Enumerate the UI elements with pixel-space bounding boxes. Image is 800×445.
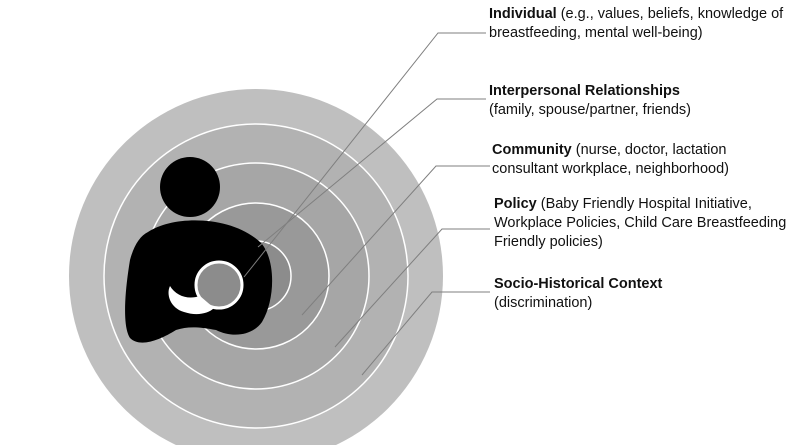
label-policy-detail: (Baby Friendly Hospital Initiative, Work… (494, 196, 787, 250)
mother-head (160, 157, 220, 217)
leader-lines (243, 32, 490, 376)
label-community-title: Community (492, 142, 572, 158)
label-community: Community (nurse, doctor, lactation cons… (492, 141, 792, 179)
label-socio-historical-title: Socio-Historical Context (494, 276, 663, 292)
label-individual-detail: (e.g., values, beliefs, knowledge of bre… (489, 6, 784, 41)
label-interpersonal: Interpersonal Relationships (family, spo… (489, 82, 789, 120)
label-interpersonal-detail: (family, spouse/partner, friends) (489, 102, 692, 118)
leader-line-interpersonal (257, 98, 486, 248)
label-individual-title: Individual (489, 6, 557, 22)
leader-line-individual (243, 32, 486, 278)
leader-line-policy (334, 228, 490, 348)
label-socio-historical-detail: (discrimination) (494, 295, 593, 311)
baby-body (168, 286, 214, 315)
baby-icon (168, 260, 244, 315)
label-community-detail: (nurse, doctor, lactation consultant wor… (492, 142, 729, 177)
label-policy: Policy (Baby Friendly Hospital Initiativ… (494, 195, 794, 252)
leader-line-socio-historical (361, 291, 490, 376)
label-socio-historical: Socio-Historical Context (discrimination… (494, 275, 794, 313)
baby-head (194, 260, 244, 310)
label-policy-title: Policy (494, 196, 537, 212)
label-individual: Individual (e.g., values, beliefs, knowl… (489, 5, 789, 43)
label-interpersonal-title: Interpersonal Relationships (489, 83, 680, 99)
leader-line-community (301, 165, 490, 316)
